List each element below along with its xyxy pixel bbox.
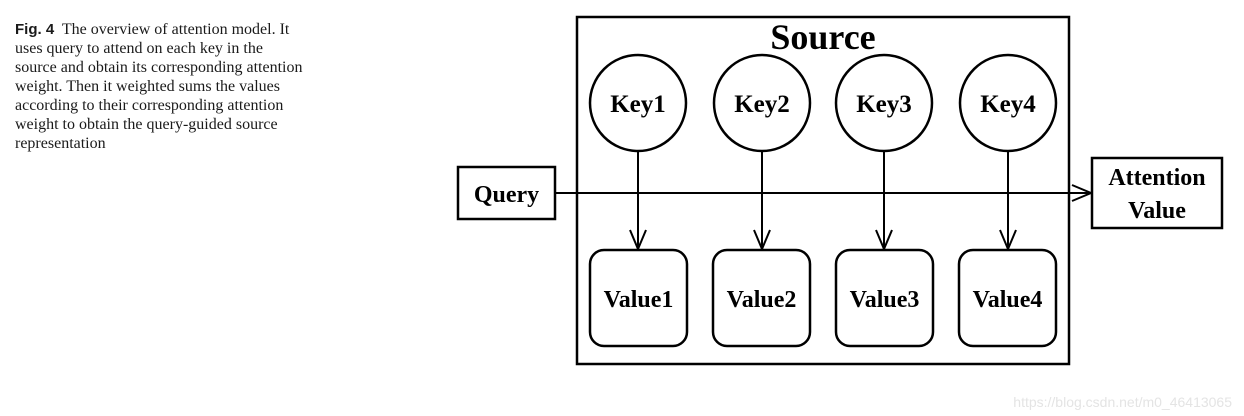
source-box xyxy=(575,15,1071,366)
value-node-4 xyxy=(957,248,1058,348)
key-label-2: Key2 xyxy=(734,91,790,118)
value-label-4: Value4 xyxy=(973,287,1043,313)
attention-value-box xyxy=(1090,156,1224,230)
value-node-3 xyxy=(834,248,935,348)
query-label: Query xyxy=(474,182,539,208)
source-title: Source xyxy=(770,17,875,57)
value-label-2: Value2 xyxy=(727,287,797,313)
value-label-1: Value1 xyxy=(604,287,674,313)
watermark: https://blog.csdn.net/m0_46413065 xyxy=(1013,394,1232,410)
key-label-3: Key3 xyxy=(856,91,912,118)
value-label-3: Value3 xyxy=(850,287,920,313)
figure-caption: Fig. 4 The overview of attention model. … xyxy=(15,20,305,153)
value-node-2 xyxy=(711,248,812,348)
attention-value-label-line1: Attention xyxy=(1108,165,1205,191)
caption-text: The overview of attention model. It uses… xyxy=(15,21,303,152)
value-node-1 xyxy=(588,248,689,348)
attention-value-label-line2: Value xyxy=(1128,198,1186,224)
key-label-1: Key1 xyxy=(610,91,666,118)
figure-label: Fig. 4 xyxy=(15,21,55,38)
key-label-4: Key4 xyxy=(980,91,1036,118)
